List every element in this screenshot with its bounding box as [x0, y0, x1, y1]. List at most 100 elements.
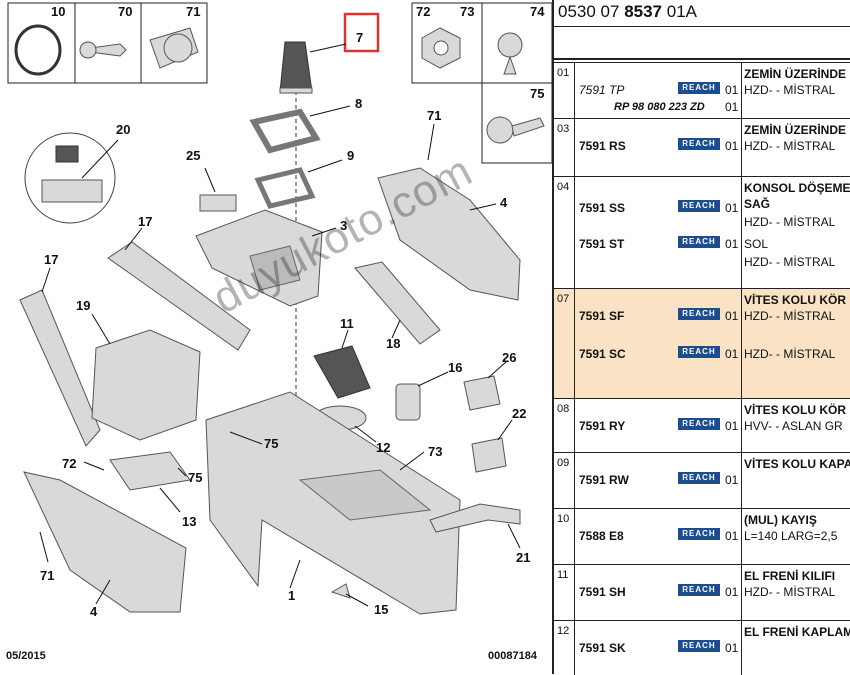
- row-quantity: 01: [725, 585, 739, 599]
- cup-16: [395, 383, 421, 421]
- trim-11: [313, 345, 371, 399]
- row-description-sub: HZD- - MİSTRAL: [744, 215, 836, 229]
- label-20: 20: [116, 122, 130, 137]
- strap-icon: [14, 24, 62, 76]
- label-1: 1: [288, 588, 295, 603]
- part-code: 7591 SS: [579, 201, 626, 215]
- row-quantity: 01: [725, 419, 739, 433]
- label-75-left: 75: [188, 470, 202, 485]
- label-72-box: 72: [416, 4, 430, 19]
- catalog-row[interactable]: 09 VİTES KOLU KAPA 7591 RW REACH 01: [554, 452, 850, 509]
- label-74: 74: [530, 4, 545, 19]
- row-description: ZEMİN ÜZERİNDE: [744, 123, 846, 137]
- row-number: 10: [557, 513, 570, 525]
- label-73: 73: [428, 444, 442, 459]
- duct-17-lower: [19, 289, 101, 447]
- row-quantity: 01: [725, 473, 739, 487]
- reach-badge: REACH: [678, 346, 720, 358]
- row-description: (MUL) KAYIŞ: [744, 513, 817, 527]
- row-number: 09: [557, 457, 570, 469]
- row-quantity: 01: [725, 529, 739, 543]
- row-quantity: 01: [725, 83, 739, 97]
- row-number: 12: [557, 625, 570, 637]
- replacement-quantity: 01: [725, 100, 739, 114]
- label-11: 11: [340, 316, 354, 331]
- row-description-sub: HZD- - MİSTRAL: [744, 139, 836, 153]
- row-description: VİTES KOLU KÖR: [744, 403, 847, 417]
- row-description-sub: HZD- - MİSTRAL: [744, 83, 836, 97]
- label-4-right: 4: [500, 195, 508, 210]
- label-9: 9: [347, 148, 354, 163]
- row-description: EL FRENİ KILIFI: [744, 569, 836, 583]
- reach-badge: REACH: [678, 200, 720, 212]
- reach-badge: REACH: [678, 640, 720, 652]
- part-code: 7591 SH: [579, 585, 626, 599]
- screw-75-icon: [486, 116, 514, 144]
- catalog-reference: 0530 07 8537 01A: [558, 2, 697, 21]
- row-quantity: 01: [725, 641, 739, 655]
- part-code: 7591 RW: [579, 473, 629, 487]
- part-code: 7591 RS: [579, 139, 626, 153]
- row-description: VİTES KOLU KÖR: [744, 293, 847, 307]
- label-17-lower: 17: [44, 252, 58, 267]
- label-75-mid: 75: [264, 436, 278, 451]
- part-25: [199, 194, 237, 212]
- reach-badge: REACH: [678, 528, 720, 540]
- row-quantity: 01: [725, 309, 739, 323]
- row-description-side-2: SOL: [744, 237, 769, 251]
- row-description-side: SAĞ: [744, 197, 771, 211]
- row-description-sub-2: HZD- - MİSTRAL: [744, 347, 836, 361]
- replacement-code: RP 98 080 223 ZD: [614, 101, 705, 113]
- row-description: EL FRENİ KAPLAM: [744, 625, 850, 639]
- row-description: VİTES KOLU KAPA: [744, 457, 850, 471]
- side-panel-4-left: [23, 471, 187, 613]
- reach-badge: REACH: [678, 82, 720, 94]
- label-70: 70: [118, 4, 132, 19]
- label-71-left: 71: [40, 568, 54, 583]
- label-21: 21: [516, 550, 530, 565]
- push-clip-icon: [497, 32, 523, 58]
- label-26: 26: [502, 350, 516, 365]
- duct-17-upper: [107, 241, 251, 351]
- label-18: 18: [386, 336, 400, 351]
- label-73-box: 73: [460, 4, 474, 19]
- row-number: 07: [557, 293, 570, 305]
- row-number: 11: [557, 569, 569, 581]
- footer-date: 05/2015: [6, 650, 46, 662]
- bracket-13: [109, 451, 191, 491]
- gear-boot: [279, 41, 313, 93]
- row-number: 01: [557, 67, 570, 79]
- reach-badge: REACH: [678, 472, 720, 484]
- parts-diagram: 7 8 9 3 4 4 1 10 70 71 71 71 72 72 73 73…: [6, 2, 552, 662]
- part-code: 7591 TP: [579, 83, 625, 97]
- label-16: 16: [448, 360, 462, 375]
- harness-20: [41, 179, 103, 203]
- label-71-box: 71: [186, 4, 200, 19]
- label-25: 25: [186, 148, 200, 163]
- label-4-left: 4: [90, 604, 98, 619]
- row-number: 03: [557, 123, 570, 135]
- side-panel-4-right: [377, 167, 521, 301]
- row-description-sub: HVV- - ASLAN GR: [744, 419, 843, 433]
- label-72: 72: [62, 456, 76, 471]
- storage-19: [91, 329, 201, 441]
- row-description-sub: HZD- - MİSTRAL: [744, 585, 836, 599]
- row-number: 04: [557, 181, 570, 193]
- row-quantity: 01: [725, 201, 739, 215]
- row-description: KONSOL DÖŞEME: [744, 181, 850, 195]
- reach-badge: REACH: [678, 308, 720, 320]
- arm-18: [354, 261, 441, 345]
- frame-9: [254, 167, 316, 209]
- label-7: 7: [356, 30, 363, 45]
- part-code-2: 7591 SC: [579, 347, 626, 361]
- label-10: 10: [51, 4, 65, 19]
- reach-badge: REACH: [678, 236, 720, 248]
